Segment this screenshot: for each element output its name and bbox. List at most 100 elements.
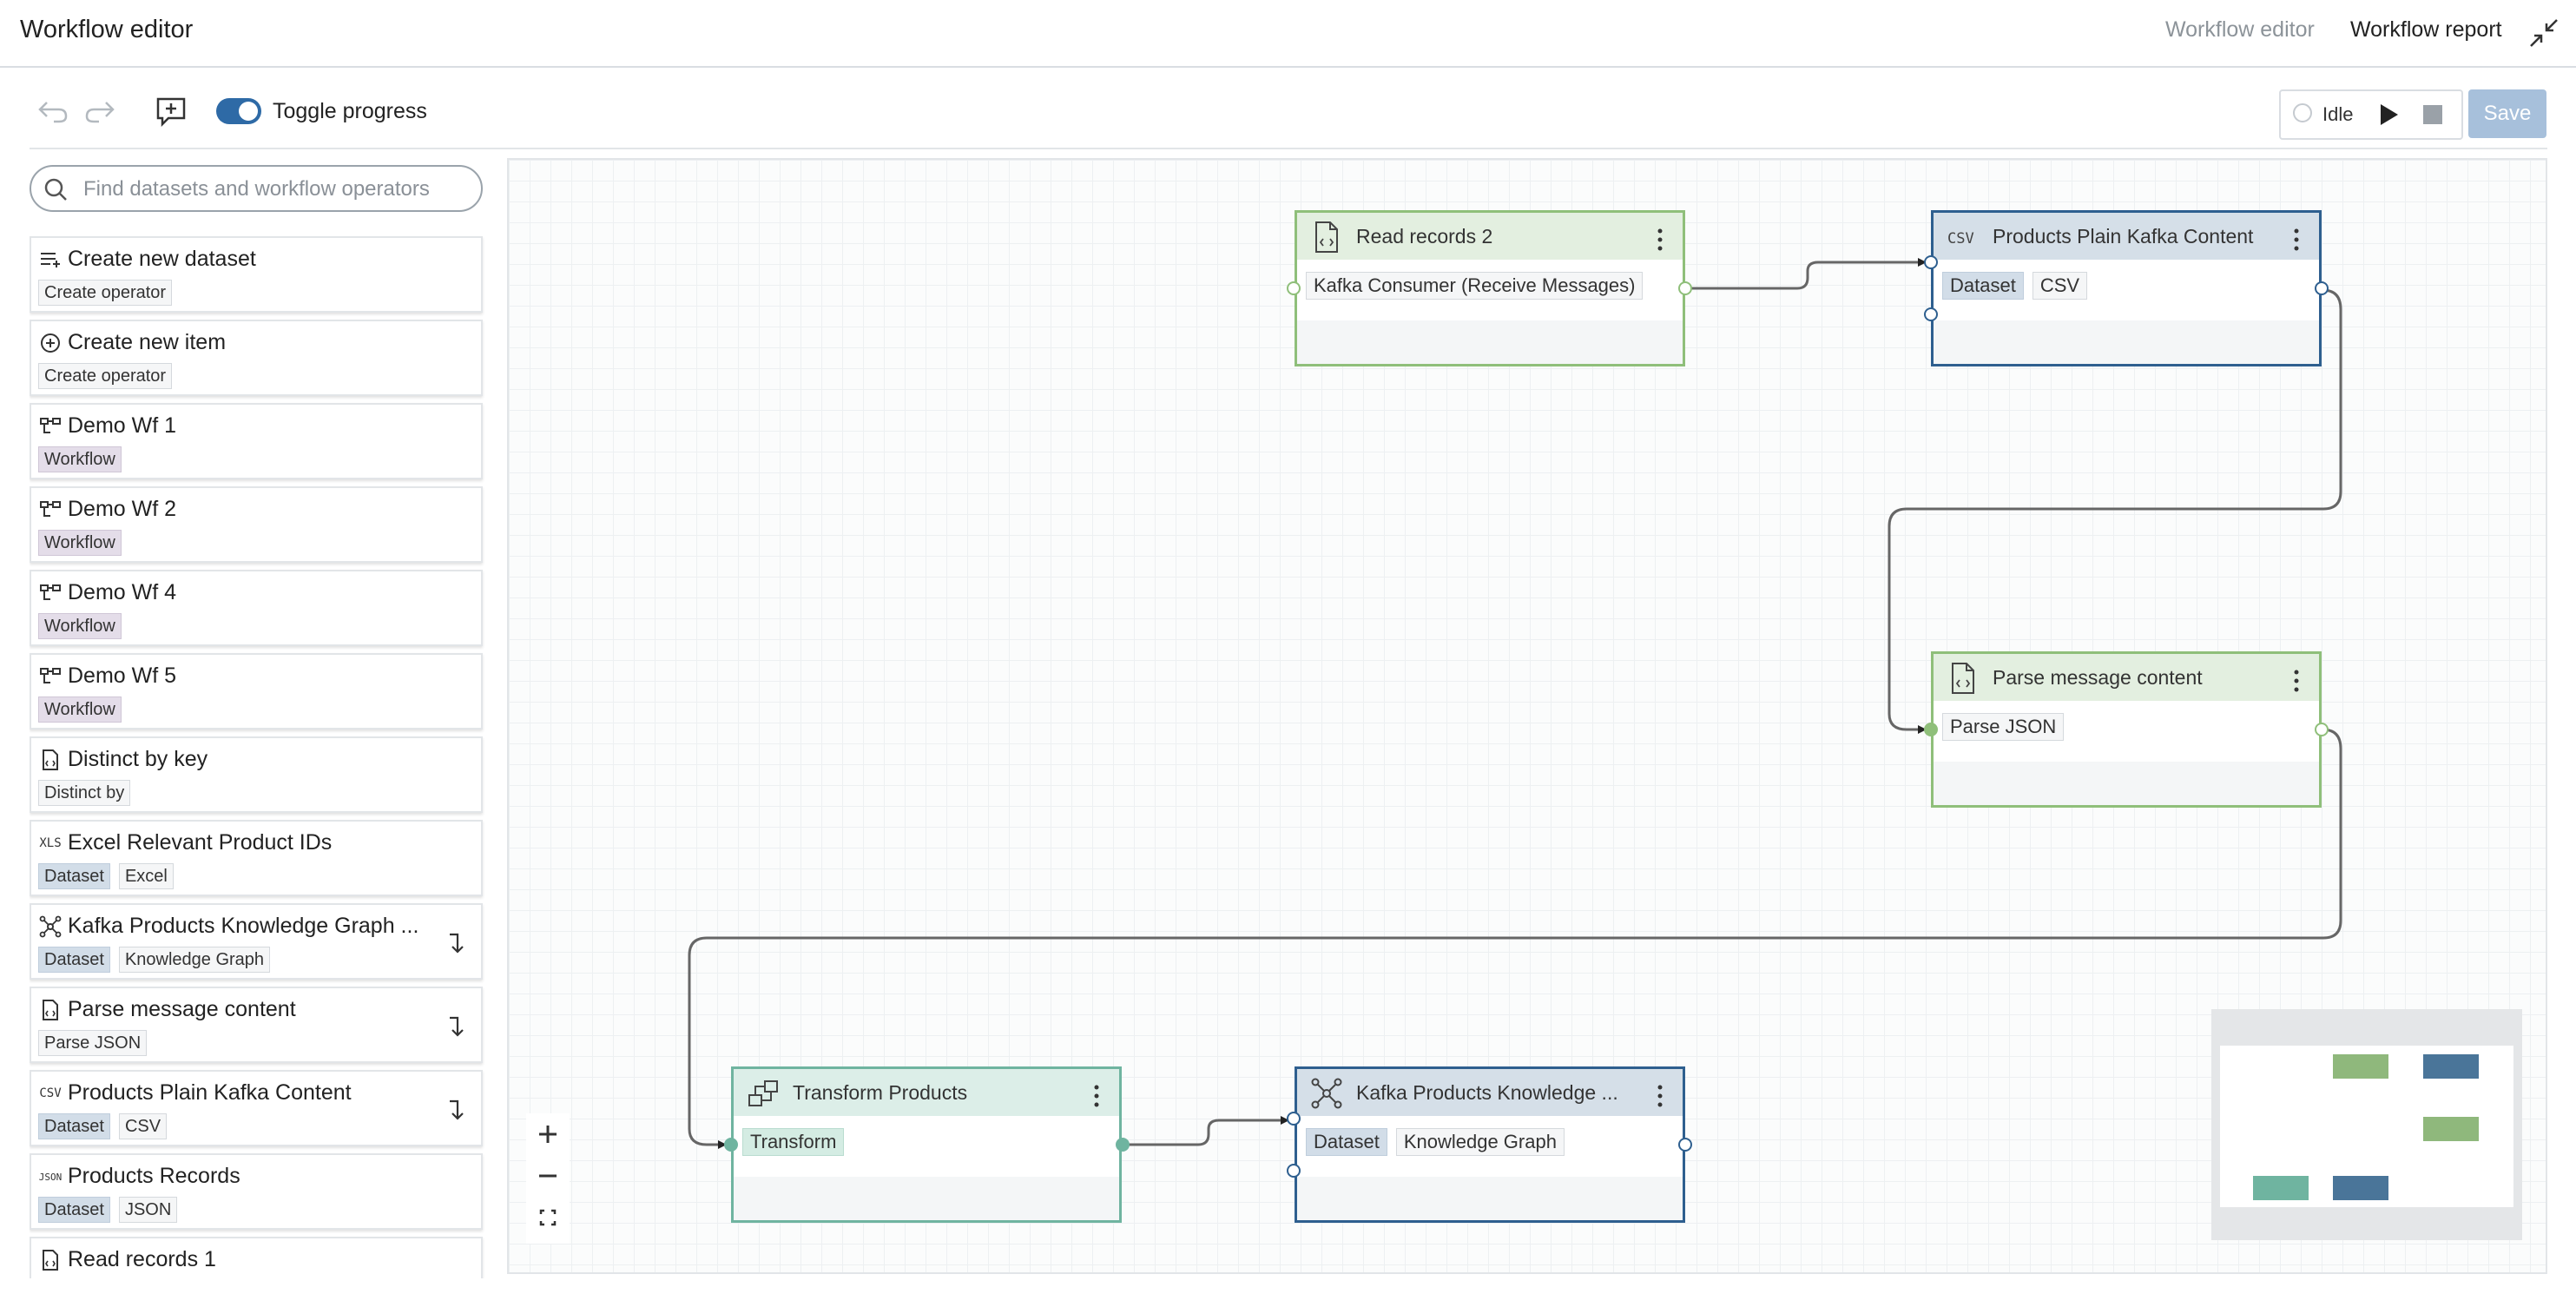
node-parse-message-content[interactable]: Parse message content Parse JSON (1931, 651, 2322, 808)
minimap-node (2253, 1176, 2309, 1200)
list-item-label: Excel Relevant Product IDs (68, 830, 333, 855)
page-title: Workflow editor (20, 16, 194, 43)
input-port[interactable] (724, 1138, 738, 1152)
list-item-label: Demo Wf 5 (68, 664, 177, 688)
list-item-distinct-by-key[interactable]: Distinct by key Distinct by (30, 736, 483, 813)
status-text: Idle (2322, 103, 2354, 125)
node-footer (1934, 762, 2319, 805)
minimap-node (2423, 1117, 2479, 1141)
node-read-records-2[interactable]: Read records 2 Kafka Consumer (Receive M… (1295, 210, 1685, 366)
node-products-plain-kafka[interactable]: CSV Products Plain Kafka Content Dataset… (1931, 210, 2322, 366)
list-item-label: Create new dataset (68, 247, 256, 271)
tag: Workflow (38, 446, 122, 472)
input-port[interactable] (1924, 307, 1938, 321)
fit-view-icon[interactable] (526, 1197, 570, 1238)
input-port[interactable] (1287, 1112, 1301, 1126)
operator-search[interactable] (30, 165, 483, 212)
svg-text:CSV: CSV (1947, 230, 1974, 248)
output-port[interactable] (1678, 1138, 1692, 1152)
output-port[interactable] (2315, 281, 2329, 295)
toggle-progress-switch[interactable] (216, 98, 261, 124)
list-item-label: Products Records (68, 1164, 240, 1188)
zoom-out-icon[interactable] (526, 1155, 570, 1197)
transform-icon (748, 1080, 778, 1106)
node-transform-products[interactable]: Transform Products Transform (731, 1066, 1122, 1223)
node-footer (1297, 1177, 1683, 1220)
stop-icon[interactable] (2423, 105, 2442, 124)
list-item-parse-message[interactable]: Parse message content Parse JSON (30, 987, 483, 1063)
node-tag: Transform (742, 1128, 845, 1156)
insert-arrow-icon[interactable] (446, 1014, 469, 1039)
document-code-icon (1952, 663, 1974, 694)
tab-workflow-report[interactable]: Workflow report (2350, 17, 2502, 42)
output-port[interactable] (1116, 1138, 1130, 1152)
toolbar-divider (30, 148, 2547, 149)
input-port[interactable] (1287, 281, 1301, 295)
toggle-progress-label: Toggle progress (273, 99, 427, 123)
plus-circle-icon (41, 333, 60, 353)
tab-workflow-editor[interactable]: Workflow editor (2165, 17, 2315, 42)
node-tag: Dataset (1942, 272, 2024, 300)
list-item-kafka-kg[interactable]: Kafka Products Knowledge Graph ... Datas… (30, 903, 483, 980)
workflow-icon (40, 668, 61, 683)
list-item-demo-wf-2[interactable]: Demo Wf 2 Workflow (30, 486, 483, 563)
node-tag: Kafka Consumer (Receive Messages) (1306, 272, 1644, 300)
tag: JSON (118, 1197, 178, 1223)
play-icon[interactable] (2376, 102, 2401, 127)
insert-arrow-icon[interactable] (446, 931, 469, 955)
more-menu-icon[interactable] (1657, 228, 1664, 251)
minimap[interactable] (2211, 1009, 2522, 1240)
tag: Dataset (38, 863, 110, 889)
tag: Workflow (38, 530, 122, 556)
tag: Workflow (38, 697, 122, 723)
node-tag: Dataset (1306, 1128, 1387, 1156)
more-menu-icon[interactable] (1093, 1085, 1100, 1107)
list-item-products-plain[interactable]: CSV Products Plain Kafka Content Dataset… (30, 1070, 483, 1146)
node-footer (1297, 320, 1683, 364)
output-port[interactable] (2315, 723, 2329, 736)
list-plus-icon (41, 253, 60, 267)
more-menu-icon[interactable] (2293, 670, 2300, 692)
output-port[interactable] (1678, 281, 1692, 295)
list-item-products-records[interactable]: JSON Products Records Dataset JSON (30, 1153, 483, 1230)
tag: Parse JSON (38, 1030, 148, 1056)
redo-icon[interactable] (83, 97, 116, 125)
more-menu-icon[interactable] (1657, 1085, 1664, 1107)
node-title: Transform Products (793, 1081, 968, 1104)
workflow-icon (40, 418, 61, 433)
graph-icon (1311, 1078, 1342, 1109)
json-icon: JSON (38, 1171, 63, 1183)
minimap-node (2423, 1054, 2479, 1079)
tag: Excel (118, 863, 174, 889)
tag: Dataset (38, 1197, 110, 1223)
document-code-icon (43, 1250, 58, 1271)
list-item-demo-wf-1[interactable]: Demo Wf 1 Workflow (30, 403, 483, 479)
tag: Workflow (38, 613, 122, 639)
list-item-demo-wf-4[interactable]: Demo Wf 4 Workflow (30, 570, 483, 646)
list-item-demo-wf-5[interactable]: Demo Wf 5 Workflow (30, 653, 483, 730)
input-port[interactable] (1924, 723, 1938, 736)
input-port[interactable] (1287, 1164, 1301, 1178)
tag: Distinct by (38, 780, 131, 806)
add-note-icon[interactable] (155, 96, 188, 127)
minimize-icon[interactable] (2528, 17, 2560, 49)
search-input[interactable] (82, 174, 467, 205)
zoom-controls (526, 1113, 570, 1244)
node-tag: CSV (2032, 272, 2088, 300)
list-item-create-dataset[interactable]: Create new dataset Create operator (30, 236, 483, 313)
insert-arrow-icon[interactable] (446, 1098, 469, 1122)
node-header: CSV Products Plain Kafka Content (1934, 213, 2319, 260)
minimap-viewport (2220, 1046, 2513, 1207)
search-icon (44, 178, 67, 201)
save-button[interactable]: Save (2468, 89, 2546, 138)
undo-icon[interactable] (36, 97, 69, 125)
list-item-create-item[interactable]: Create new item Create operator (30, 320, 483, 396)
input-port[interactable] (1924, 255, 1938, 269)
more-menu-icon[interactable] (2293, 228, 2300, 251)
zoom-in-icon[interactable] (526, 1113, 570, 1155)
node-title: Read records 2 (1356, 225, 1493, 248)
list-item-label: Demo Wf 1 (68, 413, 177, 438)
list-item-read-records-1[interactable]: Read records 1 (30, 1237, 483, 1278)
